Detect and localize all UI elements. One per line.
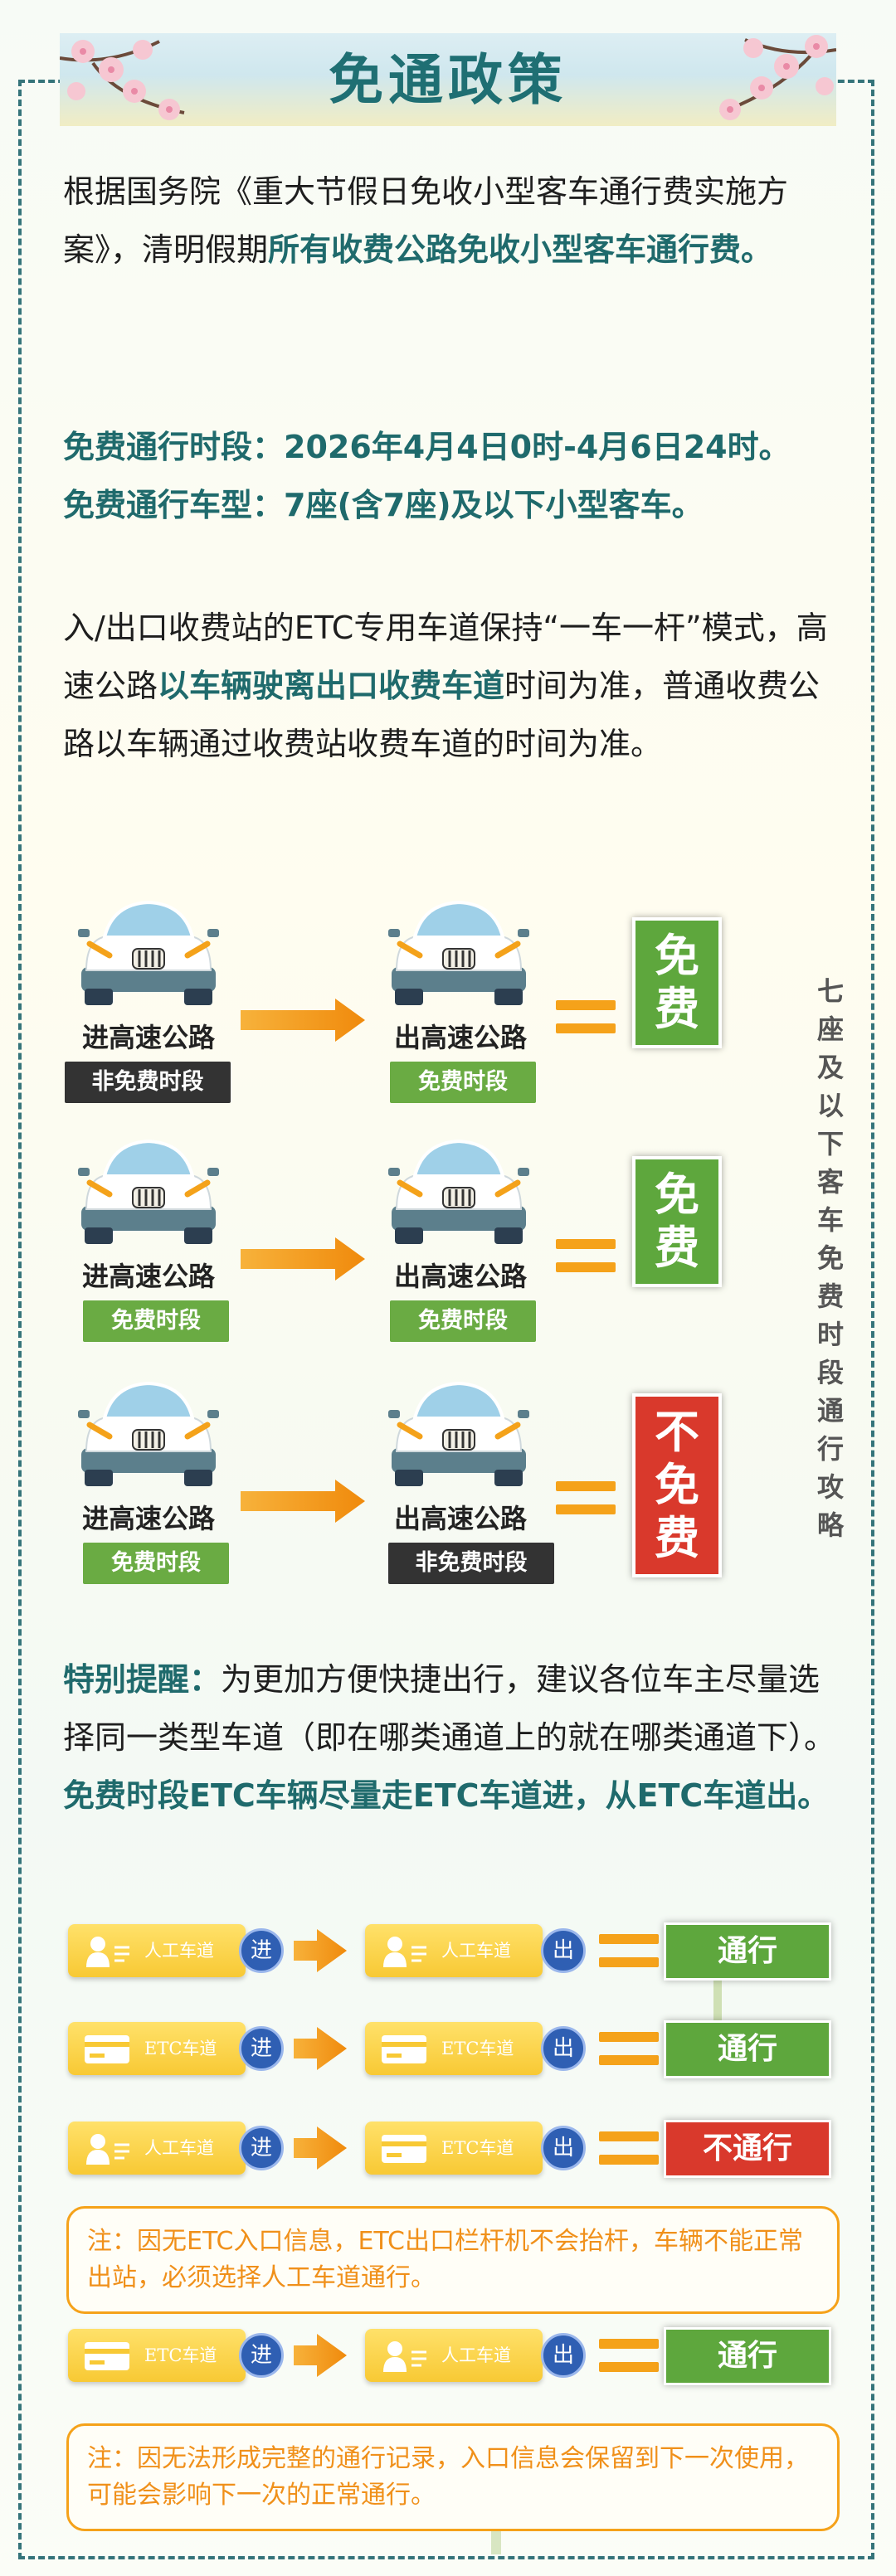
- car-exit-icon: [380, 1377, 538, 1493]
- exit-period-badge: 免费时段: [390, 1300, 536, 1342]
- diagram-side-text: 七座及以下客车免费时段通行攻略: [816, 975, 844, 1541]
- enter-badge-icon: 进: [239, 2333, 284, 2378]
- car-enter-icon: [70, 1135, 227, 1251]
- equals-icon: [599, 2131, 659, 2165]
- enter-badge-icon: 进: [239, 2126, 284, 2170]
- equals-icon: [556, 1239, 616, 1272]
- card-icon: [85, 2342, 129, 2370]
- equals-icon: [599, 2339, 659, 2372]
- lane-exit-label: 人工车道: [441, 2345, 511, 2365]
- page-title: 免通政策: [329, 47, 567, 112]
- enter-highway-label: 进高速公路: [81, 1503, 215, 1534]
- equals-icon: [556, 1000, 616, 1033]
- person-icon: [383, 1937, 426, 1967]
- lane-entry-pill: 人工车道: [68, 2122, 246, 2175]
- lane-exit-pill: ETC车道: [365, 2122, 543, 2175]
- reminder-text: 为更加方便快捷出行，建议各位车主尽量选择同一类型车道（即在哪类通道上的就在哪类通…: [63, 1661, 836, 1756]
- card-icon: [382, 2135, 426, 2163]
- exit-period-badge: 免费时段: [390, 1062, 536, 1103]
- equals-icon: [599, 2032, 659, 2065]
- lane-entry-label: 人工车道: [144, 1941, 214, 1961]
- arrow-right-icon: [294, 2126, 347, 2173]
- arrow-right-icon: [294, 2334, 347, 2380]
- note-1: 注：因无ETC入口信息，ETC出口栏杆机不会抬杆，车辆不能正常出站，必须选择人工…: [66, 2206, 840, 2314]
- decor-stem: [713, 1974, 722, 2024]
- lane-entry-pill: 人工车道: [68, 1924, 246, 1977]
- exit-badge-icon: 出: [541, 2026, 586, 2071]
- title-banner: 免通政策: [60, 33, 836, 126]
- person-icon: [383, 2341, 426, 2372]
- result-pass: 通行: [664, 2327, 831, 2385]
- reminder-paragraph: 特别提醒：为更加方便快捷出行，建议各位车主尽量选择同一类型车道（即在哪类通道上的…: [63, 1650, 843, 1825]
- intro-text: 根据国务院《重大节假日免收小型客车通行费实施方案》，清明假期: [63, 173, 789, 268]
- lane-exit-pill: 人工车道: [365, 2329, 543, 2382]
- enter-badge-icon: 进: [239, 2026, 284, 2071]
- reminder-label: 特别提醒：: [63, 1661, 222, 1698]
- card-icon: [382, 2035, 426, 2063]
- result-pass: 通行: [664, 2020, 831, 2078]
- arrow-right-icon: [294, 1929, 347, 1976]
- car-enter-icon: [70, 896, 227, 1012]
- enter-highway-label: 进高速公路: [81, 1261, 215, 1292]
- free-period: 免费通行时段：2026年4月4日0时-4月6日24时。: [63, 429, 791, 465]
- lane-exit-label: ETC车道: [441, 2138, 514, 2158]
- exit-badge-icon: 出: [541, 2126, 586, 2170]
- lane-entry-label: 人工车道: [144, 2138, 214, 2158]
- cherry-blossom-right-icon: [719, 35, 836, 120]
- exit-highway-label: 出高速公路: [393, 1503, 527, 1534]
- exit-highway-label: 出高速公路: [393, 1022, 527, 1053]
- lane-exit-pill: 人工车道: [365, 1924, 543, 1977]
- enter-period-badge: 非免费时段: [65, 1062, 231, 1103]
- lane-exit-label: 人工车道: [441, 1941, 511, 1961]
- intro-highlight: 所有收费公路免收小型客车通行费。: [268, 231, 773, 268]
- result-free: 免费: [632, 1156, 722, 1287]
- lane-exit-label: ETC车道: [441, 2039, 514, 2058]
- rule-paragraph: 入/出口收费站的ETC专用车道保持“一车一杆”模式，高速公路以车辆驶离出口收费车…: [63, 599, 843, 773]
- rule-text-2: 时间为准，普通收费公路以车辆通过收费站收费车道的时间为准。: [63, 668, 821, 762]
- exit-badge-icon: 出: [541, 1928, 586, 1973]
- result-not-free: 不免费: [632, 1393, 722, 1577]
- enter-highway-label: 进高速公路: [81, 1022, 215, 1053]
- exit-highway-label: 出高速公路: [393, 1261, 527, 1292]
- person-icon: [86, 2134, 129, 2165]
- rule-text-1: 入/出口收费站的ETC专用车道保持“一车一杆”模式，高速公路: [63, 610, 828, 704]
- exit-badge-icon: 出: [541, 2333, 586, 2378]
- equals-icon: [556, 1481, 616, 1514]
- card-icon: [85, 2035, 129, 2063]
- enter-period-badge: 免费时段: [83, 1300, 229, 1342]
- rule-highlight: 以车辆驶离出口收费车道: [158, 668, 505, 704]
- car-exit-icon: [380, 1135, 538, 1251]
- arrow-right-icon: [241, 1480, 365, 1526]
- lane-entry-pill: ETC车道: [68, 2022, 246, 2075]
- car-enter-icon: [70, 1377, 227, 1493]
- lane-entry-label: ETC车道: [144, 2039, 217, 2058]
- result-pass: 通行: [664, 1922, 831, 1981]
- cherry-blossom-left-icon: [60, 40, 185, 120]
- arrow-right-icon: [294, 2027, 347, 2073]
- arrow-right-icon: [241, 1237, 365, 1284]
- enter-period-badge: 免费时段: [83, 1543, 229, 1584]
- result-no-pass: 不通行: [664, 2120, 831, 2178]
- reminder-highlight: 免费时段ETC车辆尽量走ETC车道进，从ETC车道出。: [63, 1777, 830, 1814]
- person-icon: [86, 1937, 129, 1967]
- lane-entry-label: ETC车道: [144, 2345, 217, 2365]
- note-2: 注：因无法形成完整的通行记录，入口信息会保留到下一次使用，可能会影响下一次的正常…: [66, 2423, 840, 2531]
- enter-badge-icon: 进: [239, 1928, 284, 1973]
- lane-entry-pill: ETC车道: [68, 2329, 246, 2382]
- arrow-right-icon: [241, 999, 365, 1045]
- free-vehicle-type: 免费通行车型：7座(含7座)及以下小型客车。: [63, 487, 704, 523]
- lane-exit-pill: ETC车道: [365, 2022, 543, 2075]
- exit-period-badge: 非免费时段: [388, 1543, 554, 1584]
- result-free: 免费: [632, 917, 722, 1048]
- intro-paragraph: 根据国务院《重大节假日免收小型客车通行费实施方案》，清明假期所有收费公路免收小型…: [63, 163, 843, 279]
- equals-icon: [599, 1934, 659, 1967]
- car-exit-icon: [380, 896, 538, 1012]
